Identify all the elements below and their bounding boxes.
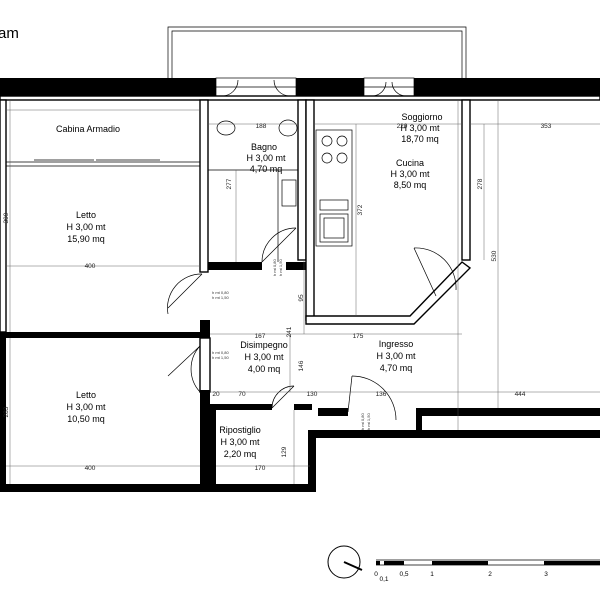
room-letto-2: Letto H 3,00 mt 10,50 mq <box>66 390 106 424</box>
dim-label: 20 <box>212 391 220 398</box>
dim-label: 530 <box>491 250 498 261</box>
scale-label: 0 <box>374 571 378 578</box>
dim-label: 146 <box>298 360 305 371</box>
window-note: h mt 0,80 <box>212 290 229 295</box>
dim-label: 175 <box>353 333 364 340</box>
room-name: Bagno <box>251 142 277 152</box>
window-note: h mt 0,80 <box>360 413 365 430</box>
scale-label: 0,1 <box>379 576 388 583</box>
dim-label: 283 <box>3 406 10 417</box>
dim-label: 241 <box>286 326 293 337</box>
window-note: h mt 1,50 <box>366 413 371 430</box>
room-area: 8,50 mq <box>394 180 427 190</box>
room-name: Letto <box>76 210 96 220</box>
dim-label: 188 <box>256 123 267 130</box>
room-cabina-armadio: Cabina Armadio <box>56 124 120 134</box>
room-name: Soggiorno <box>401 112 442 122</box>
title-fragment: am <box>0 25 19 42</box>
room-name: Letto <box>76 390 96 400</box>
room-height: H 3,00 mt <box>390 169 430 179</box>
window-notes: h mt 0,80 h mt 1,50 h mt 0,80 h mt 1,50 … <box>212 259 371 430</box>
room-letto-1: Letto H 3,00 mt 15,90 mq <box>66 210 106 244</box>
walls <box>0 77 600 492</box>
dim-label: 220 <box>397 123 408 130</box>
scale-label: 0,5 <box>399 571 408 578</box>
room-soggiorno: Soggiorno H 3,00 mt 18,70 mq <box>400 112 442 144</box>
room-name: Disimpegno <box>240 340 288 350</box>
room-name: Cucina <box>396 158 424 168</box>
dim-label: 95 <box>298 294 305 302</box>
dim-label: 130 <box>307 391 318 398</box>
dim-label: 399 <box>3 212 10 223</box>
room-name: Ingresso <box>379 339 414 349</box>
dim-label: 136 <box>376 391 387 398</box>
room-area: 4,00 mq <box>248 364 281 374</box>
dim-label: 70 <box>238 391 246 398</box>
room-name: Ripostiglio <box>219 425 261 435</box>
scale-label: 1 <box>430 571 434 578</box>
dim-label: 353 <box>541 123 552 130</box>
scale-bar: 0 0,1 0,5 1 2 3 <box>374 559 600 583</box>
window-note: h mt 0,80 <box>272 259 277 276</box>
dim-label: 278 <box>477 178 484 189</box>
dim-label: 129 <box>281 446 288 457</box>
doors <box>167 79 457 421</box>
dim-label: 444 <box>515 391 526 398</box>
room-height: H 3,00 mt <box>66 222 106 232</box>
scale-label: 2 <box>488 571 492 578</box>
room-ingresso: Ingresso H 3,00 mt 4,70 mq <box>376 339 416 373</box>
room-area: 18,70 mq <box>401 134 439 144</box>
room-bagno: Bagno H 3,00 mt 4,70 mq <box>246 142 286 174</box>
room-area: 10,50 mq <box>67 414 105 424</box>
room-height: H 3,00 mt <box>66 402 106 412</box>
dim-label: 372 <box>357 204 364 215</box>
balcony <box>167 26 467 78</box>
compass-icon <box>327 545 363 579</box>
room-area: 15,90 mq <box>67 234 105 244</box>
dimension-labels: 188 220 353 277 372 278 530 399 400 167 … <box>3 123 552 472</box>
wardrobe-divider <box>6 159 200 167</box>
room-cucina: Cucina H 3,00 mt 8,50 mq <box>390 158 430 190</box>
dimension-lines <box>6 100 600 484</box>
room-height: H 3,00 mt <box>244 352 284 362</box>
room-area: 4,70 mq <box>250 164 283 174</box>
room-height: H 3,00 mt <box>220 437 260 447</box>
room-height: H 3,00 mt <box>376 351 416 361</box>
bathroom-fixtures <box>208 119 298 262</box>
window-note: h mt 1,50 <box>278 259 283 276</box>
scale-label: 3 <box>544 571 548 578</box>
window-note: h mt 0,80 <box>212 350 229 355</box>
room-name: Cabina Armadio <box>56 124 120 134</box>
room-disimpegno: Disimpegno H 3,00 mt 4,00 mq <box>240 340 288 374</box>
room-height: H 3,00 mt <box>246 153 286 163</box>
window-note: h mt 1,50 <box>212 295 229 300</box>
kitchen-counter <box>315 129 353 247</box>
dim-label: 400 <box>85 465 96 472</box>
window-note: h mt 1,50 <box>212 355 229 360</box>
room-area: 2,20 mq <box>224 449 257 459</box>
dim-label: 170 <box>255 465 266 472</box>
room-height: H 3,00 mt <box>400 123 440 133</box>
dim-label: 400 <box>85 263 96 270</box>
dim-label: 167 <box>255 333 266 340</box>
dim-label: 277 <box>226 178 233 189</box>
room-ripostiglio: Ripostiglio H 3,00 mt 2,20 mq <box>219 425 261 459</box>
room-area: 4,70 mq <box>380 363 413 373</box>
